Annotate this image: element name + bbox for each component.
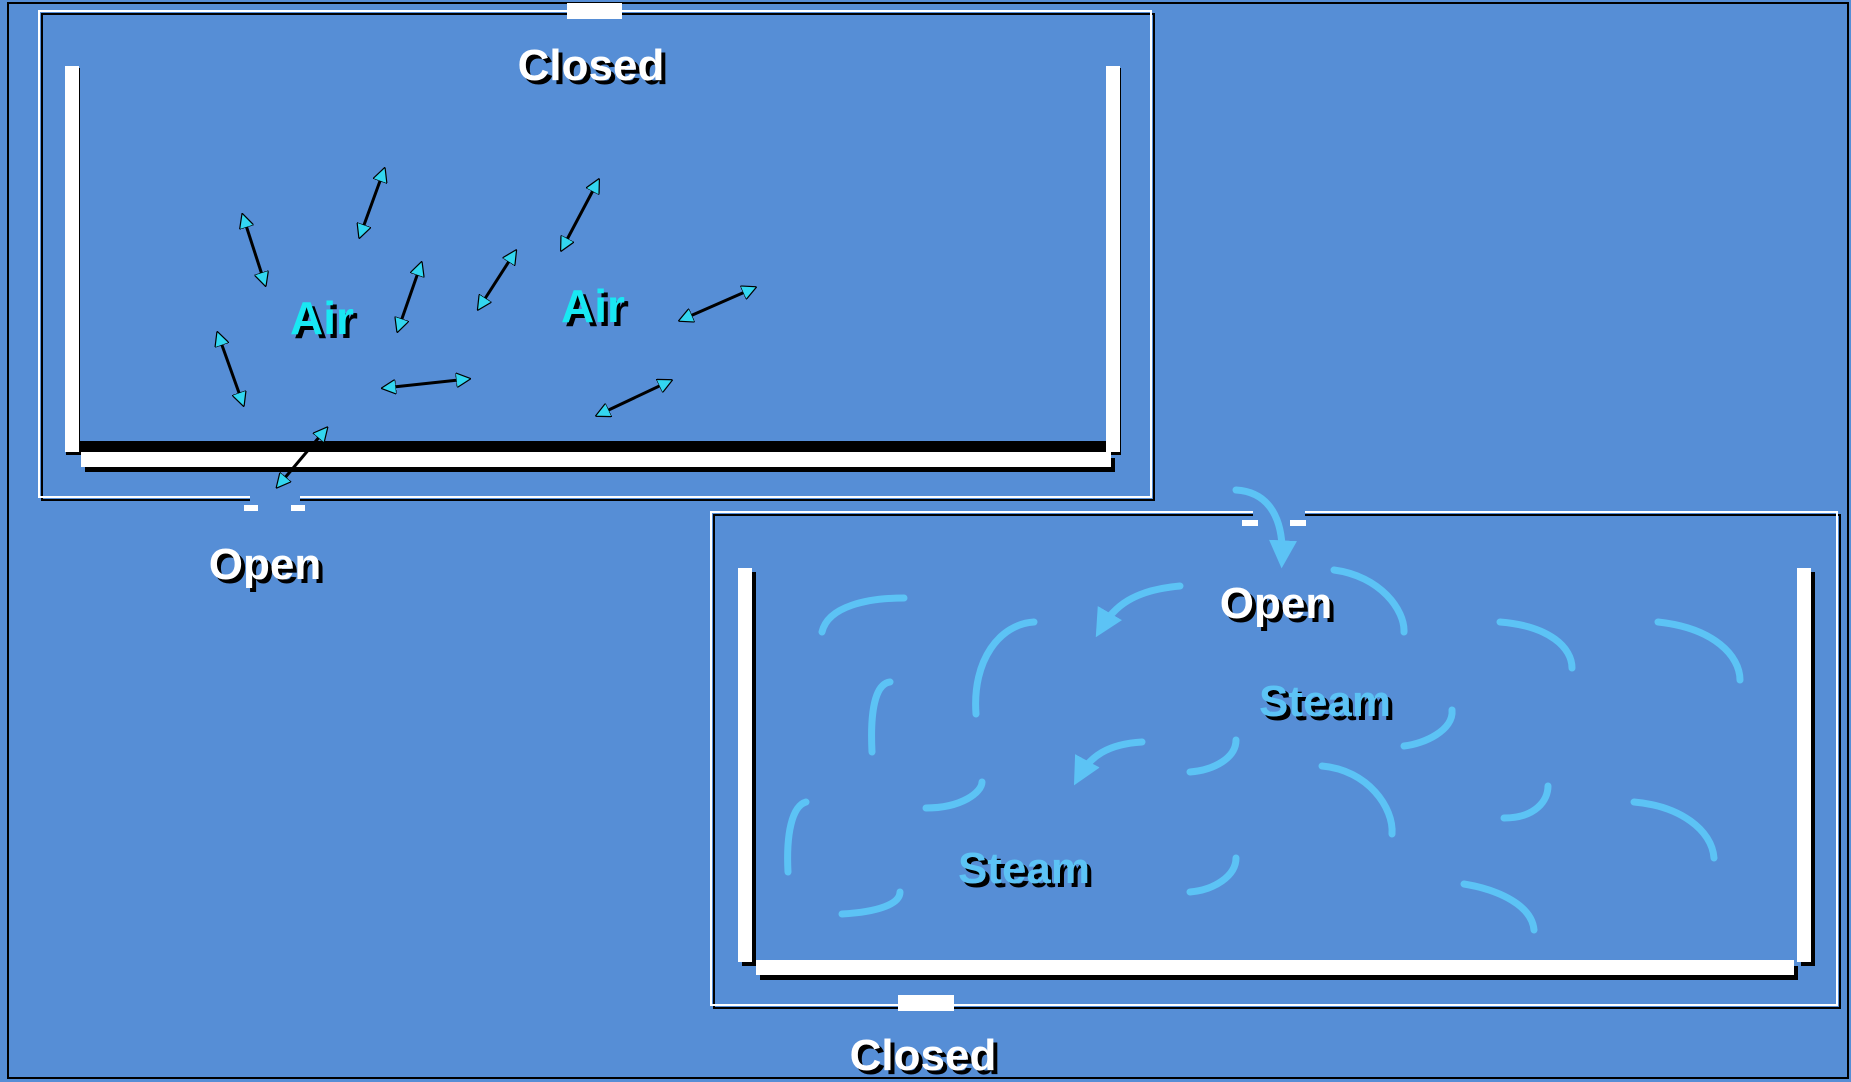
top-vessel-right-wall [1106, 66, 1120, 452]
top-valve-open-right [291, 505, 305, 511]
bottom-valve-closed-bar [898, 995, 954, 1011]
top-valve-gap [250, 494, 300, 504]
air-label-2: Air [561, 280, 625, 332]
bottom-vessel-left-wall [738, 568, 752, 962]
steam-label-1: Steam [1259, 677, 1391, 726]
bottom-valve-open-right [1290, 520, 1306, 526]
top-vessel-left-wall [65, 66, 79, 452]
top-vessel-bottom-wall [81, 452, 1111, 467]
top-valve-top-label: Closed [518, 41, 665, 90]
bottom-valve-top-label: Open [1220, 579, 1332, 628]
bottom-vessel-bottom-wall [756, 960, 1794, 975]
bottom-valve-open-left [1242, 520, 1258, 526]
top-valve-open-left [244, 505, 258, 511]
air-label-1: Air [290, 292, 354, 344]
bottom-valve-bottom-label: Closed [850, 1031, 997, 1080]
bottom-vessel-right-wall [1797, 568, 1811, 962]
top-valve-bottom-label: Open [209, 540, 321, 589]
steam-label-2: Steam [958, 844, 1090, 893]
top-valve-closed-bar [567, 3, 622, 19]
